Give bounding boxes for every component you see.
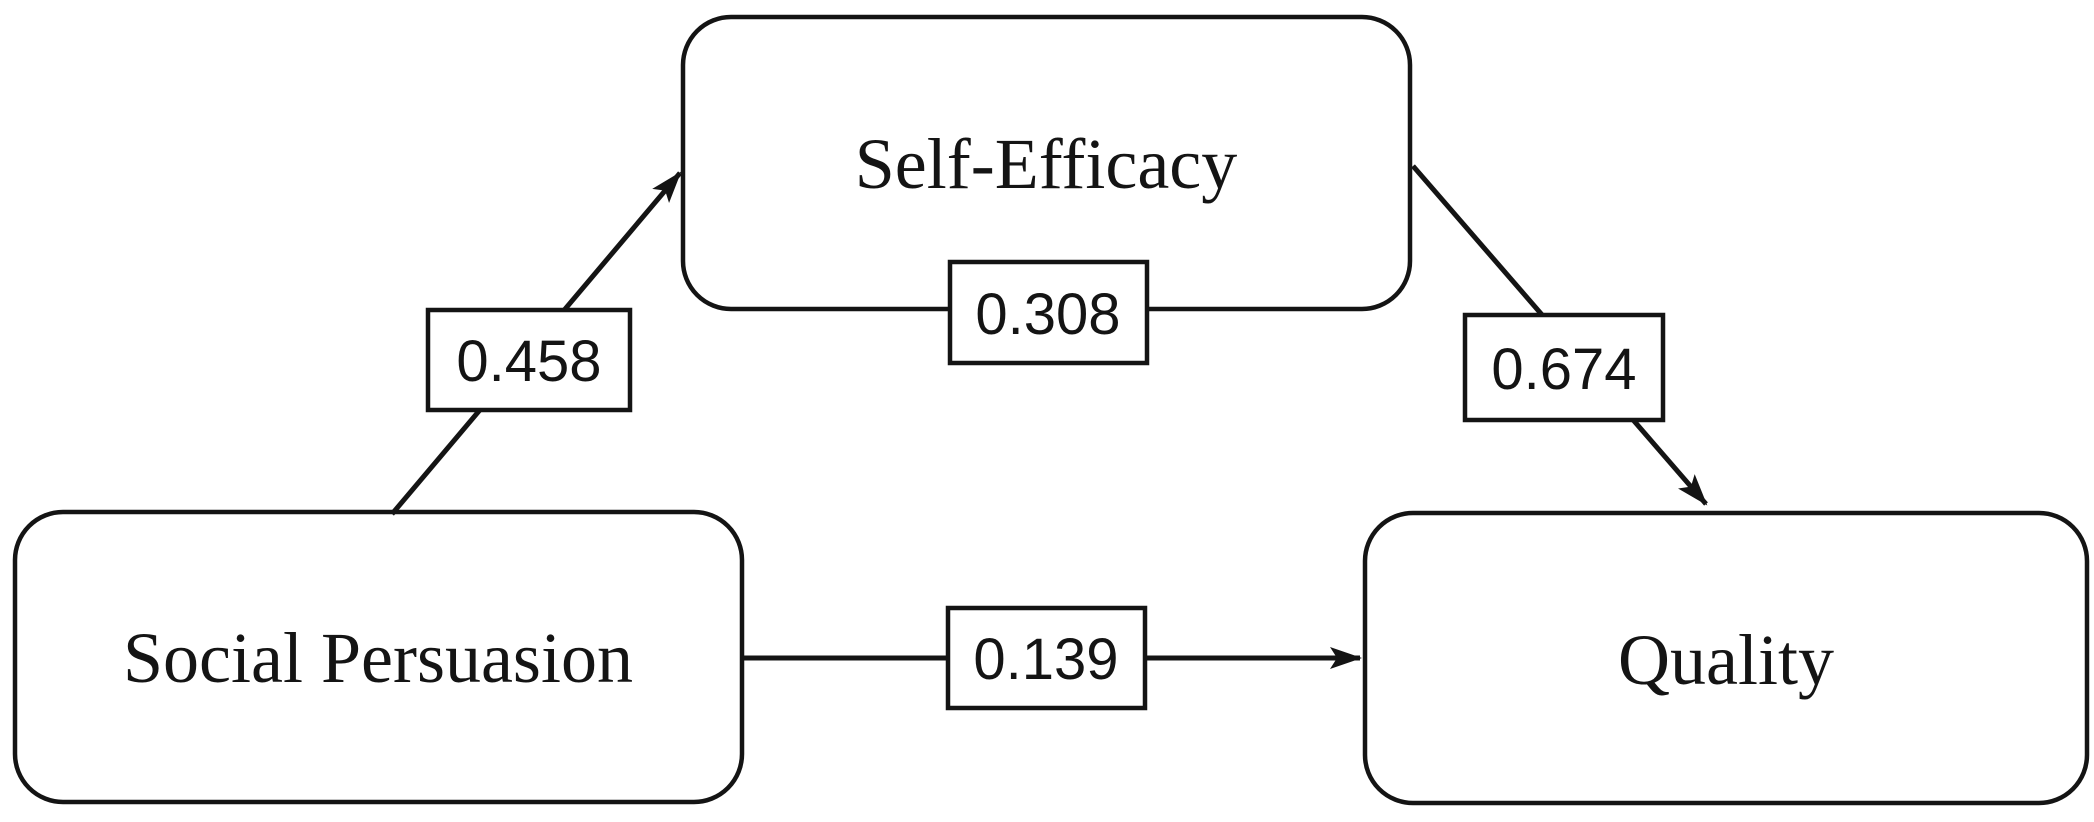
coefficient-se-to-q-box — [1462, 312, 1666, 423]
node-quality-label: Quality — [1618, 620, 1834, 700]
node-social-persuasion-label: Social Persuasion — [123, 618, 633, 698]
coefficient-se-bottom-box — [947, 259, 1150, 366]
coefficient-se-to-q-value: 0.674 — [1491, 337, 1636, 402]
coefficient-sp-to-se-box — [425, 307, 633, 413]
coefficient-sp-to-se-value: 0.458 — [456, 329, 601, 394]
coefficient-sp-to-q-value: 0.139 — [973, 627, 1118, 692]
coefficient-se-bottom-value: 0.308 — [975, 282, 1120, 347]
coefficient-sp-to-q-box — [945, 605, 1148, 711]
node-self-efficacy-label: Self-Efficacy — [855, 124, 1237, 204]
node-quality-box — [1362, 510, 2090, 806]
